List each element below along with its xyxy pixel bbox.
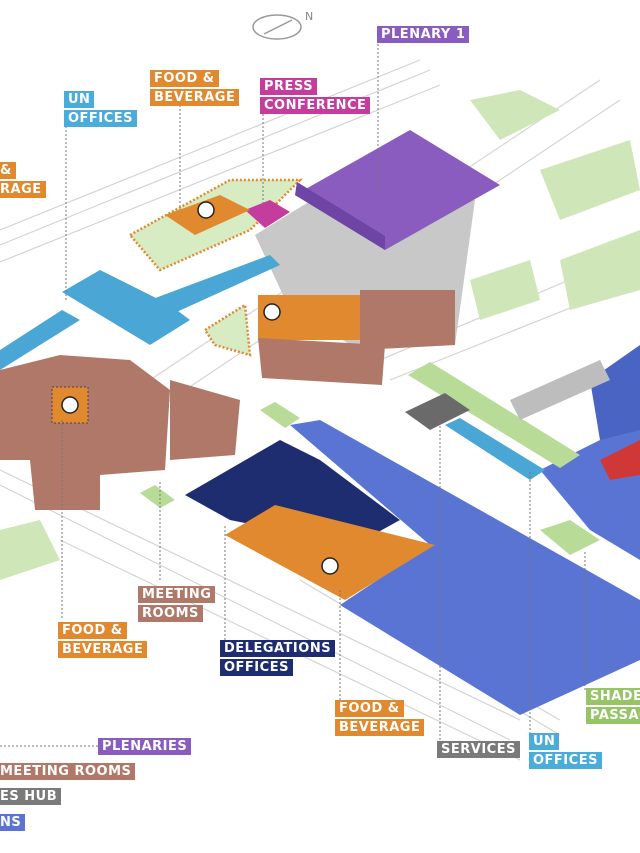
legend-pavilions: NS	[0, 814, 26, 833]
north-label: N	[305, 10, 313, 23]
legend-label: NS	[0, 814, 26, 831]
label-text: BEVERAGE	[58, 641, 148, 658]
label-text: BEVERAGE	[150, 89, 240, 106]
services-building	[405, 393, 470, 430]
label-food-top: FOOD & BEVERAGE	[150, 70, 240, 108]
label-text: ROOMS	[138, 605, 203, 622]
label-services: SERVICES	[437, 741, 520, 760]
pavilion-red	[600, 440, 640, 480]
meeting-rooms-complex	[0, 355, 170, 510]
un-offices-building-2	[445, 418, 545, 480]
label-food-left: & RAGE	[0, 162, 46, 200]
label-text: RAGE	[0, 181, 46, 198]
green-areas	[0, 90, 640, 580]
label-text: PASSAG	[586, 707, 640, 724]
label-text: UN	[529, 733, 560, 750]
legend-meeting-rooms: MEETING ROOMS	[0, 763, 136, 782]
label-text: FOOD &	[335, 700, 404, 717]
press-conference-building	[245, 200, 290, 228]
label-press-conference: PRESS CONFERENCE	[260, 78, 371, 116]
un-offices-building	[62, 270, 190, 345]
label-shade-passage: SHADE PASSAG	[586, 688, 640, 726]
label-food-bottom: FOOD & BEVERAGE	[335, 700, 425, 738]
delegations-offices-building	[185, 440, 400, 545]
label-text: &	[0, 162, 16, 179]
label-text: OFFICES	[220, 659, 293, 676]
label-text: PRESS	[260, 78, 318, 95]
legend-label: MEETING ROOMS	[0, 763, 136, 780]
legend-label: ES HUB	[0, 788, 62, 805]
label-text: MEETING	[138, 586, 216, 603]
label-text: PLENARY 1	[377, 26, 470, 43]
compass-icon: N	[252, 10, 313, 40]
shade-passage	[408, 362, 580, 468]
label-meeting-rooms: MEETING ROOMS	[138, 586, 216, 624]
label-text: SHADE	[586, 688, 640, 705]
food-building-mid	[258, 295, 365, 340]
leader-lines	[0, 44, 586, 747]
label-text: FOOD &	[58, 622, 127, 639]
label-text: FOOD &	[150, 70, 219, 87]
label-text: CONFERENCE	[260, 97, 371, 114]
food-area-mid	[203, 302, 252, 357]
label-text: BEVERAGE	[335, 719, 425, 736]
legend-plenaries: PLENARIES	[98, 738, 192, 757]
meeting-building-mid	[258, 338, 385, 385]
label-text: OFFICES	[64, 110, 137, 127]
label-plenary-1: PLENARY 1	[377, 26, 470, 45]
food-area-bottom	[225, 505, 435, 600]
label-un-offices-bottom: UN OFFICES	[529, 733, 602, 771]
label-text: SERVICES	[437, 741, 520, 758]
legend-label: PLENARIES	[98, 738, 192, 755]
label-un-offices-top: UN OFFICES	[64, 91, 137, 129]
label-text: DELEGATIONS	[220, 640, 336, 657]
label-food-bottom-left: FOOD & BEVERAGE	[58, 622, 148, 660]
label-delegations-offices: DELEGATIONS OFFICES	[220, 640, 336, 678]
legend-services-hub: ES HUB	[0, 788, 62, 807]
label-text: UN	[64, 91, 95, 108]
pavilions-blue	[290, 420, 640, 715]
meeting-building-right	[360, 290, 455, 350]
label-text: OFFICES	[529, 752, 602, 769]
food-icons	[61, 201, 339, 575]
